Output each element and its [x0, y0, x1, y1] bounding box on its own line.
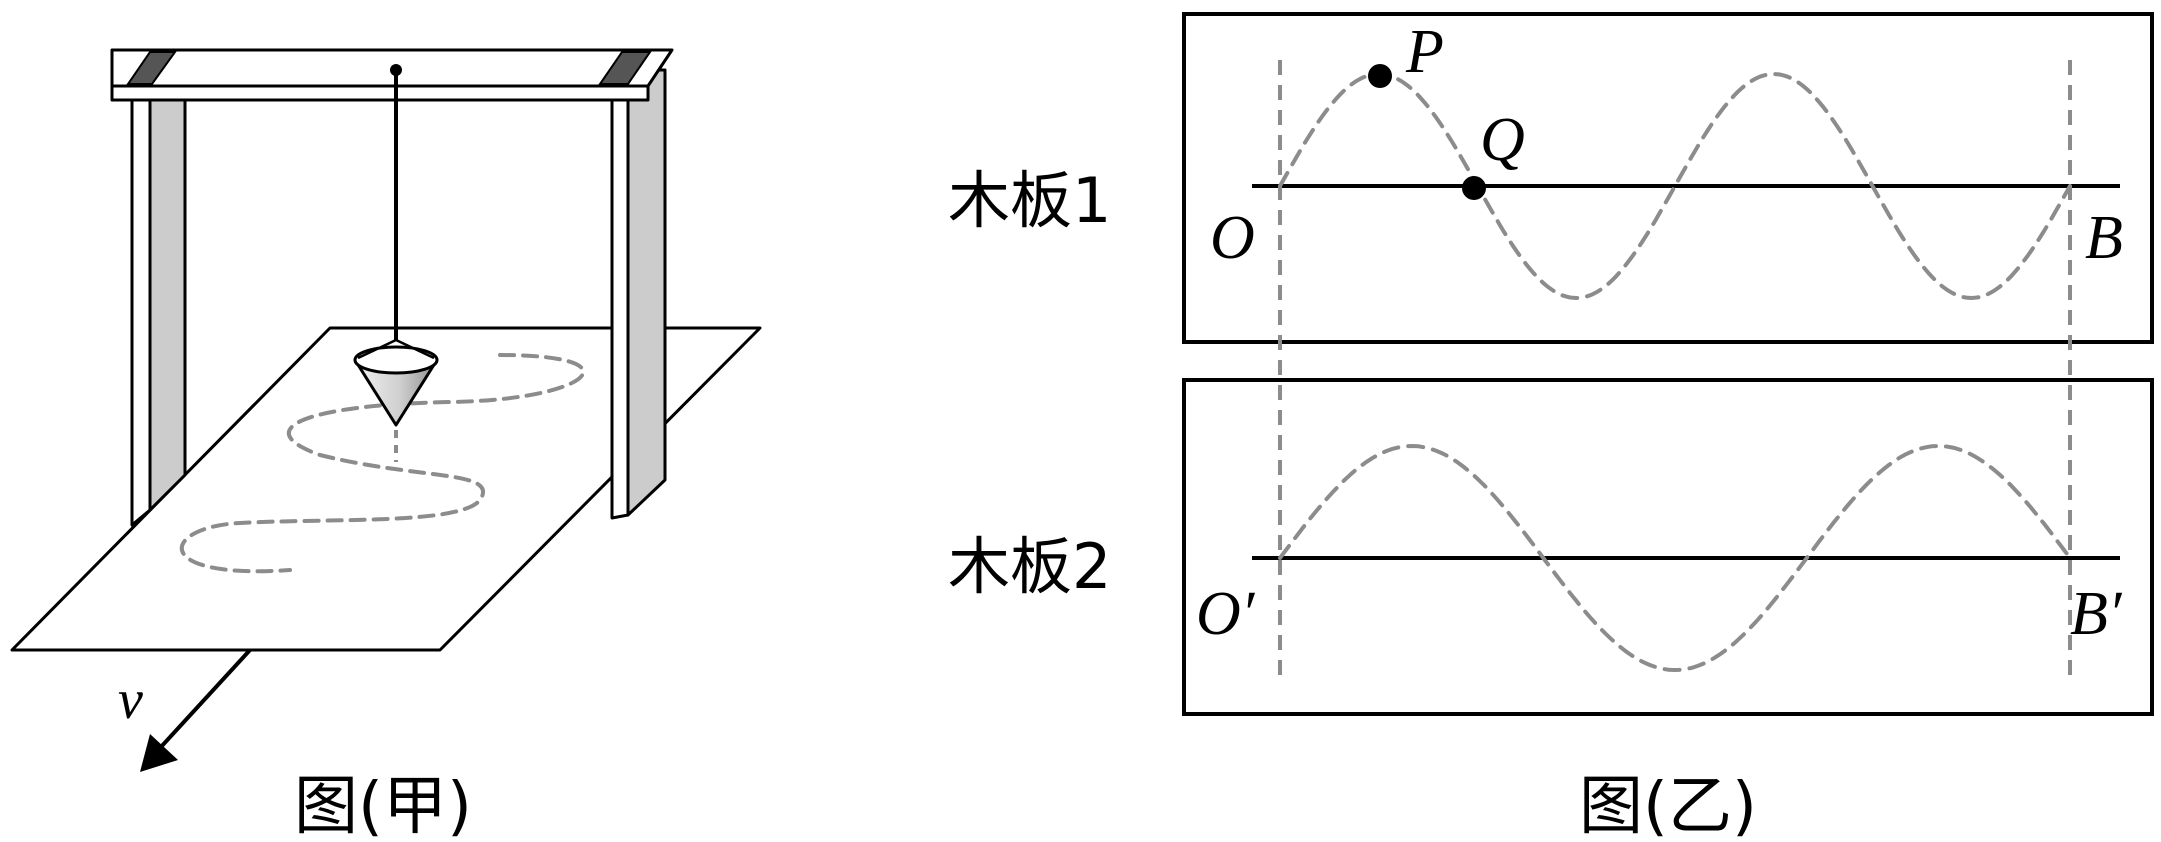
board1-label: 木板1	[948, 164, 1111, 237]
velocity-label: v	[118, 669, 143, 731]
frame-left-leg-front	[130, 96, 152, 527]
frame-right-leg-front	[610, 78, 630, 520]
board2-wave-trace	[1278, 443, 2072, 673]
board2-end-label: B′	[2070, 580, 2123, 648]
caption-left: 图(甲)	[294, 770, 472, 842]
board1-end-label: B	[2085, 204, 2123, 272]
trace-record-figure: 木板1 O B P Q 木板2 O′ B′ 图(乙)	[948, 12, 2154, 842]
board2-frame	[1182, 378, 2154, 716]
velocity-arrow-head	[140, 734, 178, 772]
board2-label: 木板2	[948, 530, 1111, 603]
funnel-hanger-right	[395, 338, 435, 360]
sand-funnel-rim	[353, 345, 439, 375]
frame-top-beam-front	[110, 84, 650, 102]
point-q-label: Q	[1480, 106, 1525, 174]
frame-top-beam-right-cap	[598, 51, 652, 85]
frame-right-leg-side	[626, 68, 667, 517]
board2-start-label: O′	[1196, 580, 1256, 648]
apparatus-figure: v 图(甲)	[10, 48, 762, 842]
board1-frame	[1182, 12, 2154, 344]
funnel-hanger-left	[357, 338, 397, 360]
point-q-dot	[1462, 176, 1486, 200]
frame-top-beam-left-cap	[126, 51, 177, 85]
board1-start-label: O	[1210, 204, 1255, 272]
point-p-dot	[1368, 64, 1392, 88]
point-p-label: P	[1405, 18, 1444, 86]
caption-right: 图(乙)	[1579, 770, 1757, 842]
velocity-arrow-shaft	[158, 648, 252, 750]
sand-trace	[179, 353, 586, 574]
board1-wave-trace	[1278, 71, 2072, 301]
